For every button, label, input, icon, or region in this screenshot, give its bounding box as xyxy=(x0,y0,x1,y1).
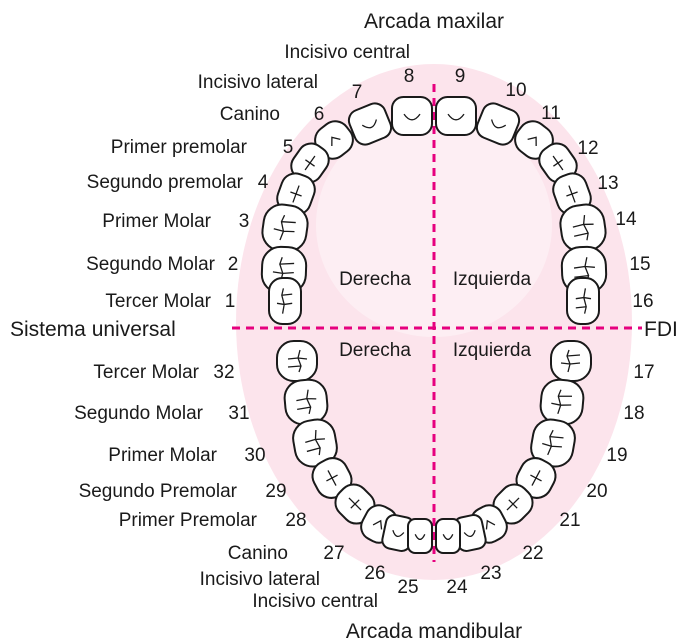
lower-fdi-20: 20 xyxy=(586,481,607,502)
lower-universal-28: 28 xyxy=(285,510,306,531)
lower-name-canino: Canino xyxy=(228,543,288,564)
lower-universal-27: 27 xyxy=(323,543,344,564)
lower-tooth-universal-31 xyxy=(283,378,329,425)
upper-tooth-universal-1 xyxy=(269,278,301,324)
lower-tooth-fdi-17 xyxy=(551,341,591,381)
lower-fdi-18: 18 xyxy=(623,403,644,424)
lower-tooth-fdi-24 xyxy=(436,519,460,553)
upper-fdi-13: 13 xyxy=(597,173,618,194)
lower-fdi-24: 24 xyxy=(446,577,468,598)
lower-universal-30: 30 xyxy=(244,445,265,466)
lower-tooth-universal-32 xyxy=(277,341,317,381)
lower-name-incisivo-central: Incisivo central xyxy=(252,591,378,612)
lower-universal-31: 31 xyxy=(228,403,249,424)
upper-name-canino: Canino xyxy=(220,104,280,125)
upper-name-tercer-molar: Tercer Molar xyxy=(105,291,211,312)
upper-universal-7: 7 xyxy=(352,82,363,103)
lower-fdi-23: 23 xyxy=(480,563,501,584)
lower-universal-29: 29 xyxy=(265,481,286,502)
lower-universal-26: 26 xyxy=(364,563,385,584)
upper-universal-1: 1 xyxy=(225,291,236,312)
lower-arch-title: Arcada mandibular xyxy=(346,620,522,643)
upper-fdi-10: 10 xyxy=(505,80,526,101)
lower-name-incisivo-lateral: Incisivo lateral xyxy=(200,569,320,590)
lower-name-segundo-molar: Segundo Molar xyxy=(74,403,204,424)
lower-universal-32: 32 xyxy=(213,362,234,383)
lower-fdi-17: 17 xyxy=(633,362,654,383)
upper-name-incisivo-lateral: Incisivo lateral xyxy=(198,72,318,93)
lower-name-primer-premolar: Primer Premolar xyxy=(119,510,258,531)
upper-universal-5: 5 xyxy=(283,137,294,158)
upper-universal-6: 6 xyxy=(314,104,325,125)
upper-tooth-fdi-16 xyxy=(567,278,599,324)
upper-universal-4: 4 xyxy=(258,172,269,193)
lower-universal-25: 25 xyxy=(397,577,418,598)
upper-right-side-label: Derecha xyxy=(339,269,411,290)
lower-fdi-21: 21 xyxy=(559,510,580,531)
upper-left-side-label: Izquierda xyxy=(453,269,532,290)
lower-tooth-fdi-18 xyxy=(539,378,585,425)
universal-system-label: Sistema universal xyxy=(10,318,176,341)
upper-fdi-12: 12 xyxy=(577,138,598,159)
lower-right-side-label: Derecha xyxy=(339,340,411,361)
lower-left-side-label: Izquierda xyxy=(453,340,532,361)
fdi-label: FDI xyxy=(644,318,678,341)
upper-name-segundo-premolar: Segundo premolar xyxy=(87,172,244,193)
upper-tooth-universal-8 xyxy=(392,97,432,135)
upper-fdi-14: 14 xyxy=(615,209,637,230)
lower-fdi-19: 19 xyxy=(606,445,627,466)
lower-name-tercer-molar: Tercer Molar xyxy=(93,362,199,383)
lower-name-segundo-premolar: Segundo Premolar xyxy=(79,481,238,502)
lower-tooth-universal-25 xyxy=(408,519,432,553)
upper-universal-3: 3 xyxy=(239,211,250,232)
upper-fdi-9: 9 xyxy=(455,66,466,87)
upper-name-primer-premolar: Primer premolar xyxy=(111,137,248,158)
upper-name-incisivo-central: Incisivo central xyxy=(284,42,410,63)
lower-name-primer-molar: Primer Molar xyxy=(108,445,217,466)
upper-name-segundo-molar: Segundo Molar xyxy=(86,254,216,275)
lower-fdi-22: 22 xyxy=(522,543,543,564)
upper-universal-2: 2 xyxy=(228,254,239,275)
upper-name-primer-molar: Primer Molar xyxy=(102,211,211,232)
upper-fdi-15: 15 xyxy=(629,254,650,275)
upper-arch-title: Arcada maxilar xyxy=(364,10,504,33)
upper-fdi-11: 11 xyxy=(541,103,561,124)
upper-tooth-fdi-9 xyxy=(436,97,476,135)
upper-universal-8: 8 xyxy=(404,66,415,87)
upper-fdi-16: 16 xyxy=(632,291,653,312)
